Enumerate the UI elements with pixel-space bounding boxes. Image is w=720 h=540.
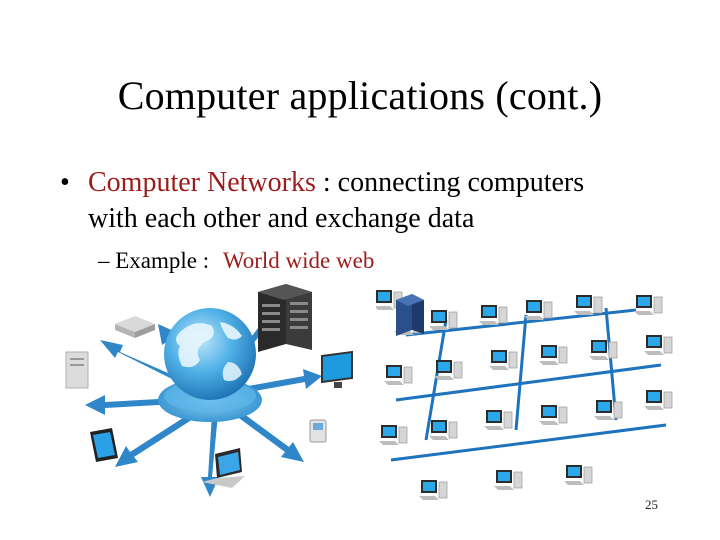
tablet-icon [90, 428, 118, 462]
globe-icon [164, 308, 256, 400]
desktop-tower-icon [65, 351, 89, 389]
sub-bullet-value: World wide web [222, 248, 375, 273]
network-hub-illustration [65, 284, 353, 497]
server-icon [396, 294, 424, 336]
lan-topology-illustration [376, 290, 678, 518]
router-icon [115, 316, 155, 338]
phone-icon [309, 419, 327, 443]
server-rack-icon [258, 284, 312, 352]
network-lines [390, 307, 667, 462]
laptop-icon [202, 448, 245, 488]
bullet-marker: • [60, 167, 70, 198]
sub-bullet: – Example : World wide web [98, 248, 374, 274]
monitor-icon [321, 350, 353, 388]
bullet-term: Computer Networks [88, 167, 316, 198]
bullet-text-line2: with each other and exchange data [88, 203, 475, 234]
bullet-text-line1: : connecting computers [315, 167, 585, 198]
sub-bullet-label: – Example : [98, 248, 215, 273]
page-number: 25 [645, 497, 658, 512]
slide-title: Computer applications (cont.) [117, 73, 603, 118]
bullet-item: • Computer Networks : connecting computer… [60, 165, 680, 237]
